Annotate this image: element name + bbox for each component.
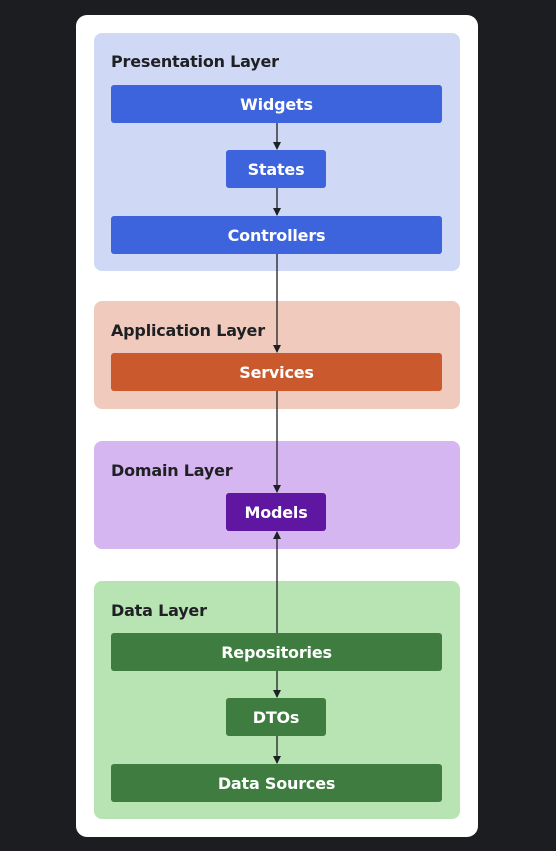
controllers-node: Controllers <box>111 216 442 254</box>
data-layer-title: Data Layer <box>111 601 207 620</box>
dtos-node: DTOs <box>226 698 326 736</box>
states-node: States <box>226 150 326 188</box>
presentation-layer-title: Presentation Layer <box>111 52 279 71</box>
application-layer-title: Application Layer <box>111 321 265 340</box>
models-node: Models <box>226 493 326 531</box>
repositories-node: Repositories <box>111 633 442 671</box>
data-sources-node: Data Sources <box>111 764 442 802</box>
domain-layer-title: Domain Layer <box>111 461 233 480</box>
widgets-node: Widgets <box>111 85 442 123</box>
services-node: Services <box>111 353 442 391</box>
